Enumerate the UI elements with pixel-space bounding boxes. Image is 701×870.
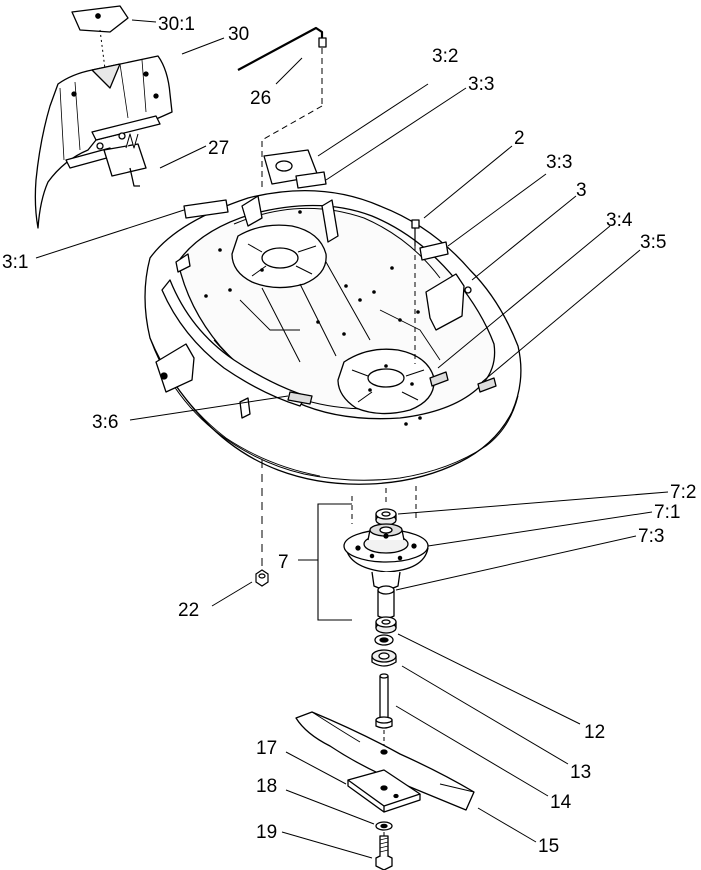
spindle-housing-7-1 (343, 523, 429, 590)
callout-14: 14 (550, 792, 572, 813)
callout-2: 2 (514, 128, 525, 149)
decal-3-1 (183, 199, 229, 219)
callout-3-5: 3:5 (640, 232, 666, 253)
spindle-shaft-14 (375, 673, 393, 748)
blade-15 (295, 711, 475, 811)
callout-18: 18 (256, 776, 277, 797)
callout-7-1: 7:1 (654, 502, 680, 523)
decal-3-3-small (419, 241, 449, 261)
callout-3-6: 3:6 (92, 412, 118, 433)
nut-22 (255, 569, 269, 587)
callout-3-1: 3:1 (2, 252, 28, 273)
plate-30-1 (71, 5, 129, 33)
callout-3-2: 3:2 (432, 46, 458, 67)
callout-19: 19 (256, 822, 277, 843)
spindle-mount-left (231, 224, 327, 289)
bearing-7-2 (375, 508, 397, 526)
decal-3-3 (295, 171, 327, 189)
callout-30-1: 30:1 (158, 14, 195, 35)
bolt-2 (411, 219, 420, 364)
blade-assembly (295, 711, 475, 870)
blade-bolt-19 (375, 832, 393, 870)
collar-13 (371, 649, 397, 667)
callout-7-3: 7:3 (638, 526, 664, 547)
spindle-mount-right (337, 348, 435, 415)
callout-17: 17 (256, 738, 277, 759)
callout-15: 15 (538, 836, 559, 857)
callout-3-4: 3:4 (606, 210, 633, 231)
decal-3-4 (429, 371, 449, 387)
spacer-7-3 (377, 585, 395, 619)
callout-27: 27 (208, 138, 229, 159)
leader-lines (35, 19, 669, 859)
callout-7-2: 7:2 (670, 482, 696, 503)
decal-3-5 (477, 377, 497, 393)
callout-3: 3 (576, 180, 587, 201)
bearing-lower (375, 616, 397, 634)
mower-deck (144, 149, 522, 570)
spindle-assembly (317, 486, 429, 748)
callout-22: 22 (178, 600, 199, 621)
washer-12 (374, 634, 394, 646)
callout-12: 12 (584, 722, 605, 743)
bracket-27 (103, 143, 147, 177)
callout-13: 13 (570, 762, 591, 783)
callout-7: 7 (278, 552, 289, 573)
washer-18 (375, 821, 393, 831)
bracket-3 (425, 273, 465, 331)
callout-3-3-right: 3:3 (546, 152, 572, 173)
rod-26 (237, 26, 324, 71)
decal-3-6 (287, 391, 313, 405)
discharge-chute-assembly (34, 5, 327, 229)
callout-labels: 30:1 30 26 27 3:1 3:2 3:3 2 3:3 3 3:4 3:… (2, 14, 696, 857)
callout-26: 26 (250, 88, 271, 109)
callout-3-3-top: 3:3 (468, 74, 494, 95)
callout-30: 30 (228, 24, 249, 45)
